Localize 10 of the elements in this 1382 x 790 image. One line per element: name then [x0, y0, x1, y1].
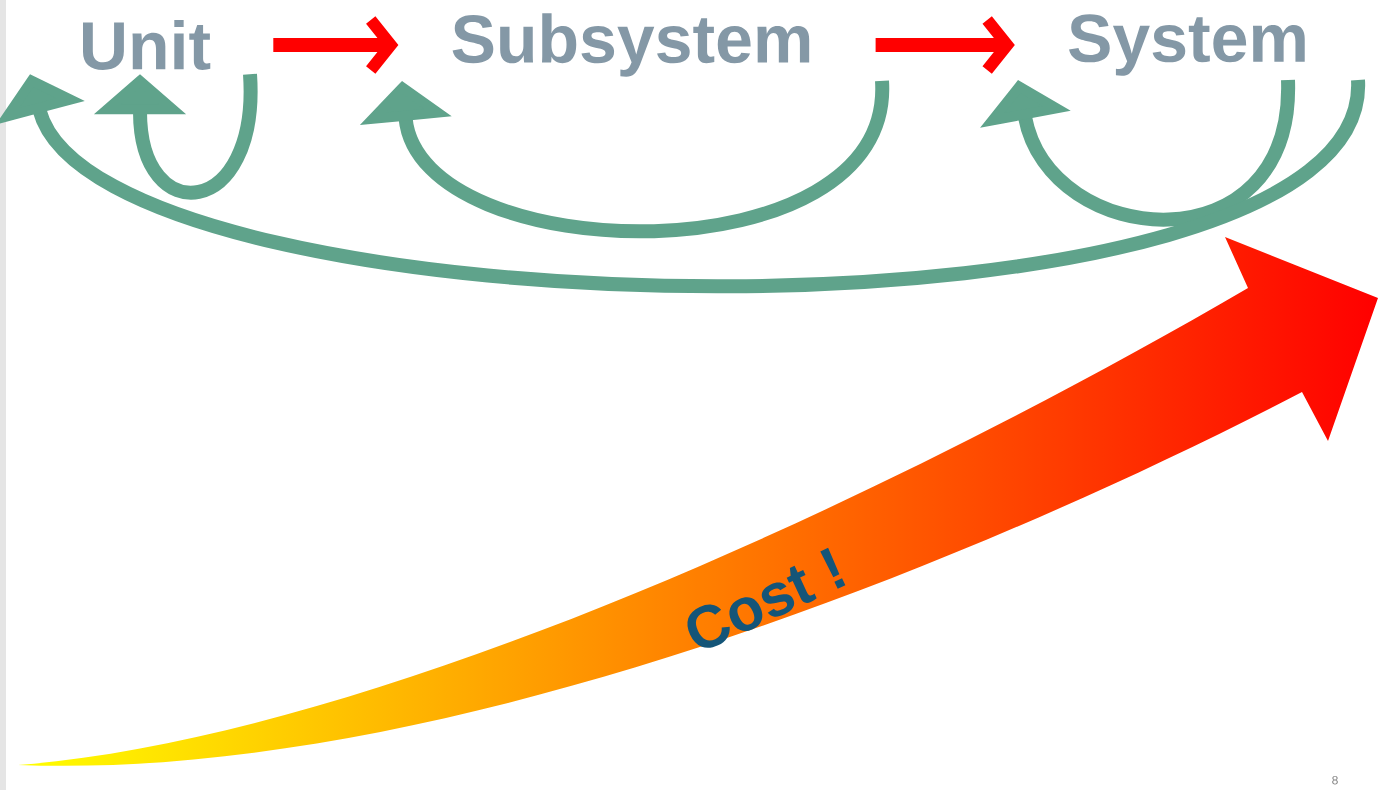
page-number: 8 — [1332, 775, 1338, 785]
heading-text: Unit — [83, 20, 211, 70]
cost-label: Cost ! — [687, 547, 846, 648]
heading-text: System — [1069, 14, 1305, 76]
chevron-arrow — [875, 16, 1015, 74]
chevron-arrow — [273, 16, 399, 74]
curved-arrow — [93, 74, 257, 200]
curved-arrow — [359, 79, 889, 238]
curved-arrow — [980, 79, 1295, 227]
heading-text: Subsystem — [452, 13, 810, 77]
